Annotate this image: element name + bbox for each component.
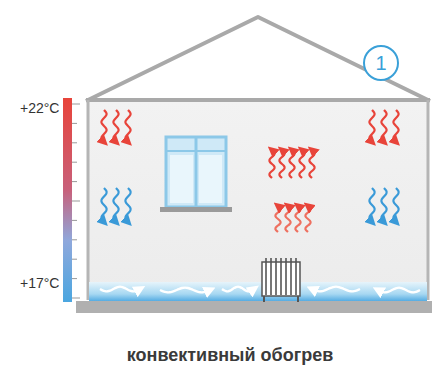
ceiling-line (86, 98, 430, 102)
thermometer-bar (63, 98, 72, 302)
left-wall-line (87, 100, 90, 300)
tick-mark (72, 123, 77, 124)
air-flow-arrow (275, 206, 280, 232)
air-flow-arrow (299, 150, 304, 178)
air-flow-arrow (393, 110, 398, 142)
radiator-fin (290, 258, 292, 295)
callout-number: 1 (375, 52, 386, 75)
air-flow-arrow (285, 206, 290, 232)
air-flow-arrow (113, 188, 118, 222)
floor-flow-arrow (100, 287, 140, 292)
air-flow-arrows (100, 110, 420, 292)
thermometer-ticks (72, 104, 80, 298)
floor-flow-arrow (222, 287, 254, 292)
radiator (262, 258, 300, 302)
tick-mark (72, 239, 77, 240)
tick-mark (72, 220, 77, 221)
air-flow-arrow (125, 188, 130, 222)
air-flow-arrow (381, 188, 386, 222)
ground-slab (76, 301, 432, 313)
roof-outline (86, 17, 430, 101)
air-flow-arrow (101, 110, 106, 142)
tick-mark (72, 259, 77, 260)
window (160, 137, 232, 212)
air-flow-arrow (369, 110, 374, 142)
radiator-fin (295, 258, 297, 295)
tick-mark (72, 298, 80, 299)
tick-mark (72, 162, 77, 163)
air-flow-arrow (269, 150, 274, 178)
air-flow-arrow (369, 188, 374, 222)
air-flow-arrow (305, 206, 310, 232)
temperature-label: +22°C (20, 100, 59, 116)
radiator-fin (275, 258, 277, 295)
floor-flow-arrow (378, 288, 420, 293)
tick-mark (72, 278, 77, 279)
tick-mark (72, 104, 80, 105)
air-flow-arrow (113, 110, 118, 142)
radiator-fin (280, 258, 282, 295)
air-flow-arrow (289, 150, 294, 178)
tick-mark (72, 181, 77, 182)
radiator-fin (270, 258, 272, 295)
radiator-fin (285, 258, 287, 295)
air-flow-arrow (101, 188, 106, 222)
temperature-label: +17°C (20, 275, 59, 291)
warm-floor-band (89, 282, 427, 302)
callout-circle: 1 (363, 45, 399, 81)
tick-mark (72, 201, 80, 202)
air-flow-arrow (309, 150, 314, 178)
floor-flow-arrow (160, 288, 210, 293)
tick-mark (72, 142, 77, 143)
air-flow-arrow (279, 150, 284, 178)
air-flow-arrow (125, 110, 130, 142)
radiator-fin (265, 258, 267, 295)
air-flow-arrow (295, 206, 300, 232)
right-wall-line (427, 100, 430, 300)
air-flow-arrow (393, 188, 398, 222)
room-wall (88, 100, 428, 300)
air-flow-arrow (381, 110, 386, 142)
caption: конвективный обогрев (127, 345, 333, 366)
floor-flow-arrow (312, 287, 360, 292)
